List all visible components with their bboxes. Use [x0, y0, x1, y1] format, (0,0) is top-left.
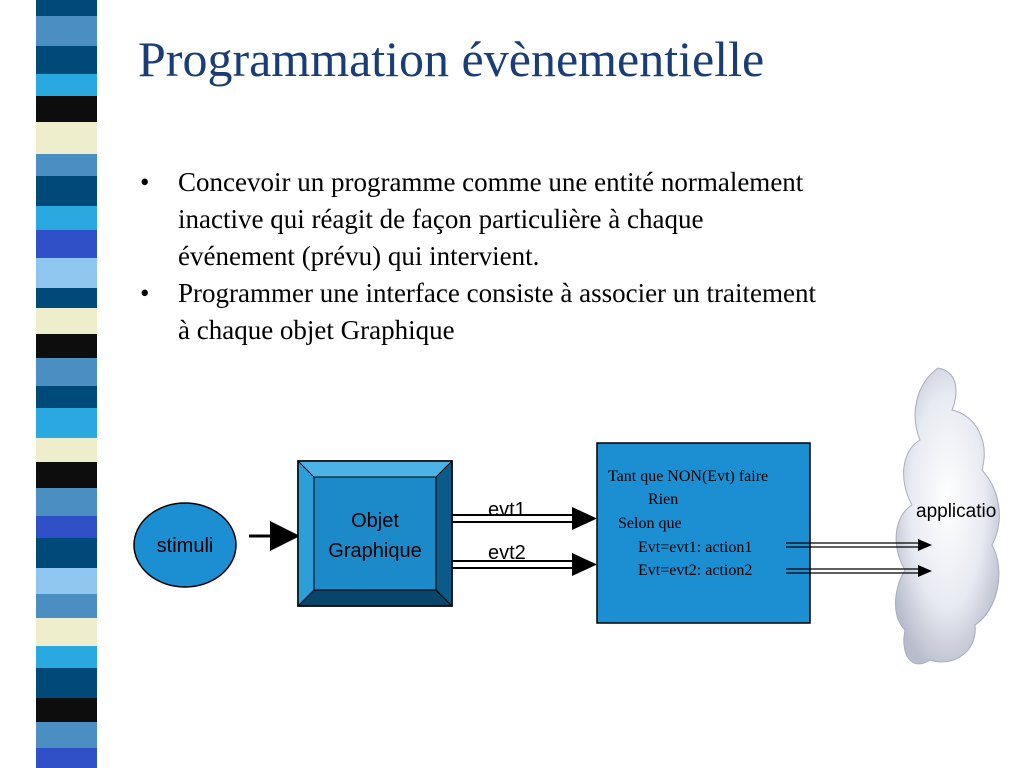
code-box [596, 442, 811, 624]
objet-label-line-2: Graphique [328, 540, 421, 562]
bullet-item-1: • Concevoir un programme comme une entit… [138, 164, 998, 275]
stripe-cell [36, 74, 98, 96]
stimuli-ellipse [133, 502, 237, 588]
bullet-1-line-1: Concevoir un programme comme une entité … [178, 167, 804, 197]
stripe-cell [36, 122, 98, 154]
stripe-cell [36, 618, 98, 646]
stripe-cell [36, 698, 98, 722]
bullet-2-line-2: à chaque objet Graphique [178, 315, 455, 345]
bullet-glyph: • [140, 278, 150, 308]
stripe-cell [36, 646, 98, 668]
stripe-cell [36, 386, 98, 408]
stripe-cell [36, 748, 98, 768]
code-line-4: Evt=evt1: action1 [638, 539, 752, 556]
stripe-cell [36, 568, 98, 594]
stripe-cell [36, 462, 98, 488]
bullet-2-line-1: Programmer une interface consiste à asso… [178, 278, 816, 308]
bullet-1-line-2: inactive qui réagit de façon particulièr… [178, 204, 704, 234]
evt1-label: evt1 [488, 499, 526, 521]
objet-label-line-1: Objet [351, 510, 399, 532]
stripe-cell [36, 16, 98, 46]
stripe-cell [36, 176, 98, 206]
stripe-cell [36, 230, 98, 258]
stripe-cell [36, 154, 98, 176]
slide-title: Programmation évènementielle [138, 31, 765, 87]
evt2-label: evt2 [488, 542, 526, 564]
application-label: applicatio [916, 501, 996, 522]
action2-arrow [786, 565, 932, 577]
stripe-cell [36, 96, 98, 122]
objet-graphique-box [297, 460, 453, 607]
stripe-cell [36, 206, 98, 230]
code-line-2: Rien [648, 491, 678, 508]
stripe-cell [36, 0, 98, 16]
application-cloud [895, 367, 1000, 665]
stripe-cell [36, 594, 98, 618]
stripe-cell [36, 358, 98, 386]
code-line-3: Selon que [618, 515, 682, 532]
stripe-cell [36, 308, 98, 334]
bullet-1-line-3: événement (prévu) qui intervient. [178, 241, 540, 271]
stripe-cell [36, 488, 98, 516]
stripe-cell [36, 516, 98, 538]
action1-arrow [786, 539, 932, 551]
evt1-arrow [452, 507, 597, 530]
bullet-glyph: • [140, 167, 150, 197]
stripe-cell [36, 722, 98, 748]
decorative-stripe-bar [0, 0, 118, 768]
stripe-cell [36, 46, 98, 74]
stripe-cell [36, 334, 98, 358]
stripe-cell [36, 438, 98, 462]
stripe-cell [36, 258, 98, 288]
code-line-1: Tant que NON(Evt) faire [608, 468, 768, 485]
bullet-item-2: • Programmer une interface consiste à as… [138, 275, 998, 349]
stripe-cell [36, 538, 98, 568]
evt2-arrow [452, 553, 597, 576]
stripe-cell [36, 668, 98, 698]
stimuli-label: stimuli [157, 535, 214, 557]
stripe-cell [36, 288, 98, 308]
code-line-5: Evt=evt2: action2 [638, 562, 752, 579]
bullet-list: • Concevoir un programme comme une entit… [138, 164, 998, 349]
stripe-cell [36, 408, 98, 438]
